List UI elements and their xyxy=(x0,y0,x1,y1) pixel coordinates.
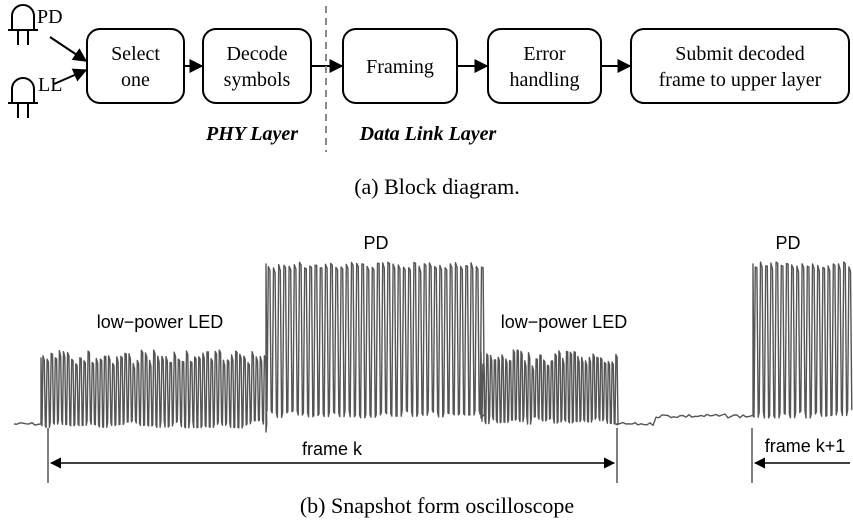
block-decode-line1: Decode xyxy=(226,43,287,65)
block-submit-frame: Submit decoded frame to upper layer xyxy=(630,28,850,104)
led-label-pd: PD xyxy=(37,6,63,28)
caption-a: (a) Block diagram. xyxy=(354,174,520,199)
block-error-line1: Error xyxy=(523,43,566,65)
block-error-handling: Error handling xyxy=(487,28,602,104)
label-low-power-led-2: low−power LED xyxy=(501,312,628,332)
label-low-power-led-1: low−power LED xyxy=(97,312,224,332)
label-pd-2: PD xyxy=(775,233,800,253)
led-icon-pd xyxy=(8,4,38,45)
block-error-line2: handling xyxy=(510,69,580,91)
block-decode-line2: symbols xyxy=(224,69,291,91)
block-submit-line2: frame to upper layer xyxy=(659,69,822,91)
block-select-line1: Select xyxy=(111,43,160,65)
data-link-layer-label: Data Link Layer xyxy=(359,123,497,145)
block-submit-line1: Submit decoded xyxy=(675,43,804,65)
phy-layer-label: PHY Layer xyxy=(205,123,298,145)
block-framing-line1: Framing xyxy=(366,56,434,78)
frame-k-label: frame k xyxy=(302,439,363,459)
block-decode-symbols: Decode symbols xyxy=(202,28,312,104)
label-pd-1: PD xyxy=(363,233,388,253)
led-icon-ll xyxy=(8,77,38,118)
arrow-pd-to-select xyxy=(49,36,88,62)
block-select-line2: one xyxy=(121,69,150,91)
frame-k1-label: frame k+1 xyxy=(765,436,846,456)
block-select-one: Select one xyxy=(86,28,185,104)
arrow-ll-to-select xyxy=(53,68,88,85)
caption-b: (b) Snapshot form oscilloscope xyxy=(300,493,574,518)
block-framing: Framing xyxy=(342,28,458,104)
led-label-ll: LL xyxy=(38,74,62,96)
oscilloscope-trace xyxy=(13,261,853,433)
